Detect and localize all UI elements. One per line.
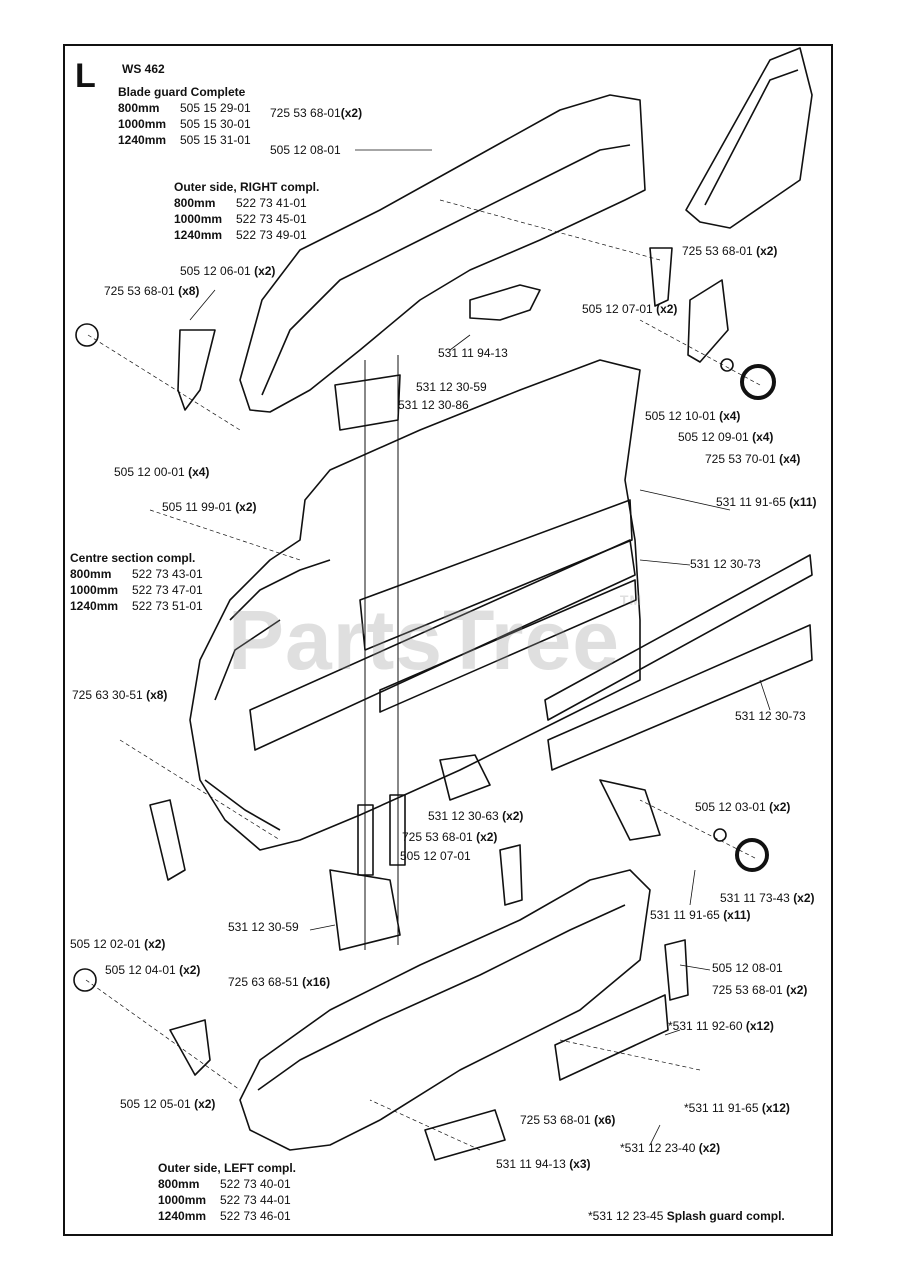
centre-rail-lower	[249, 539, 636, 751]
callout: *531 12 23-40 (x2)	[620, 1141, 721, 1155]
splash-guard-plate	[554, 994, 669, 1081]
group-title: Centre section compl.	[70, 551, 196, 565]
watermark-tm: TM	[619, 592, 643, 608]
callout: 725 53 68-01 (x6)	[520, 1113, 616, 1127]
centre-section-shape	[189, 359, 641, 851]
group-title: Outer side, LEFT compl.	[158, 1161, 297, 1175]
section-letter: L	[75, 57, 96, 95]
diagram-frame	[63, 44, 833, 1236]
group-title: Blade guard Complete	[118, 85, 246, 99]
callout: 505 11 99-01 (x2)	[162, 500, 257, 514]
top-guard-plate	[685, 47, 813, 229]
callout: 505 12 10-01 (x4)	[645, 409, 741, 423]
group-title: Outer side, RIGHT compl.	[174, 180, 320, 194]
callout: 531 12 30-73	[690, 557, 761, 571]
callout: 725 53 68-01 (x2)	[402, 830, 498, 844]
callout: 505 12 05-01 (x2)	[120, 1097, 216, 1111]
callout: 725 53 68-01 (x2)	[712, 983, 808, 997]
watermark-text: PartsTree	[228, 593, 620, 687]
callout: 505 12 07-01	[400, 849, 471, 863]
callout: 505 12 06-01 (x2)	[180, 264, 276, 278]
adjuster-knob-top	[740, 364, 776, 400]
callout: 531 12 30-59	[416, 380, 487, 394]
callout: 531 12 30-63 (x2)	[428, 809, 524, 823]
callout: 531 12 30-73	[735, 709, 806, 723]
callout: 725 53 68-01(x2)	[270, 106, 363, 120]
rail-plate-2	[547, 624, 813, 771]
blade-guard-shape	[239, 94, 646, 413]
callout: 725 63 30-51 (x8)	[72, 688, 168, 702]
watermark: PartsTreeTM	[228, 592, 642, 689]
callout: 505 12 08-01	[270, 143, 341, 157]
callout: 725 53 68-01 (x2)	[682, 244, 778, 258]
outer-left-shape	[239, 869, 651, 1151]
callout: 505 12 04-01 (x2)	[105, 963, 201, 977]
callout: 531 11 94-13	[438, 346, 508, 360]
callout: 505 12 09-01 (x4)	[678, 430, 774, 444]
callout: 505 12 08-01	[712, 961, 783, 975]
rail-plate-1	[544, 554, 813, 721]
callout: 505 12 02-01 (x2)	[70, 937, 166, 951]
callout: 505 12 03-01 (x2)	[695, 800, 791, 814]
callout: 531 11 94-13 (x3)	[496, 1157, 591, 1171]
callout: 725 53 68-01 (x8)	[104, 284, 200, 298]
callout: *531 11 92-60 (x12)	[668, 1019, 774, 1033]
callout: 531 11 91-65 (x11)	[650, 908, 751, 922]
model-label: WS 462	[122, 62, 165, 76]
footnote: *531 12 23-45 Splash guard compl.	[588, 1209, 785, 1223]
callout: 531 11 91-65 (x11)	[716, 495, 817, 509]
adjuster-knob-bottom	[735, 838, 769, 872]
callout: 531 12 30-59	[228, 920, 299, 934]
blade-guard-inner	[261, 144, 631, 396]
callout: 531 11 73-43 (x2)	[720, 891, 815, 905]
callout: 725 53 70-01 (x4)	[705, 452, 801, 466]
callout: 505 12 07-01 (x2)	[582, 302, 678, 316]
callout: 505 12 00-01 (x4)	[114, 465, 210, 479]
callout: *531 11 91-65 (x12)	[684, 1101, 790, 1115]
callout: 725 63 68-51 (x16)	[228, 975, 331, 989]
centre-rail-upper	[359, 499, 633, 651]
callout: 531 12 30-86	[398, 398, 469, 412]
